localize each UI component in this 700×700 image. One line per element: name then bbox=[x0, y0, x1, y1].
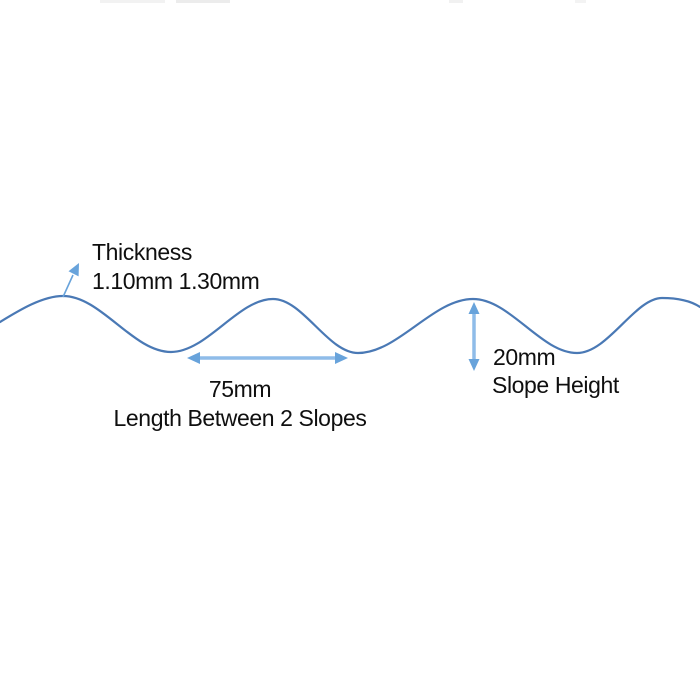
thickness-arrow bbox=[62, 263, 79, 298]
top-edge-artifact bbox=[575, 0, 586, 3]
top-edge-artifact bbox=[100, 0, 165, 3]
length-arrow-right-head-icon bbox=[335, 352, 348, 364]
length-value-label: 75mm bbox=[208, 376, 272, 402]
top-edge-artifact bbox=[176, 0, 230, 3]
length-double-arrow bbox=[187, 352, 348, 364]
slope-height-arrow-bottom-head-icon bbox=[468, 359, 480, 371]
top-edge-artifact bbox=[449, 0, 463, 3]
thickness-arrow-shaft bbox=[62, 274, 74, 298]
thickness-label-title: Thickness bbox=[92, 239, 192, 265]
slope-height-arrow-top-head-icon bbox=[468, 302, 480, 314]
thickness-arrow-head-icon bbox=[68, 263, 79, 277]
slope-height-value-label: 20mm bbox=[493, 344, 556, 370]
slope-height-caption-label: Slope Height bbox=[492, 372, 619, 398]
wave-profile-curve bbox=[0, 294, 700, 355]
slope-height-double-arrow bbox=[468, 302, 480, 371]
length-arrow-left-head-icon bbox=[187, 352, 200, 364]
length-caption-label: Length Between 2 Slopes bbox=[113, 405, 367, 431]
thickness-label-value: 1.10mm 1.30mm bbox=[92, 268, 260, 294]
